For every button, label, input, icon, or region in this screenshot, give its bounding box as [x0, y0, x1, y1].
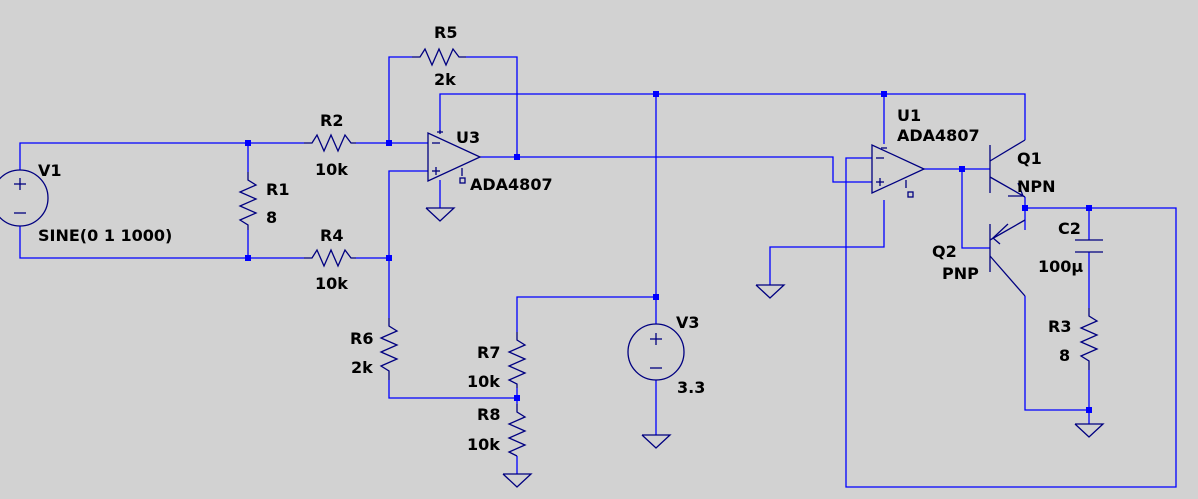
v1-ref: V1	[38, 161, 62, 180]
r7-ref: R7	[477, 343, 500, 362]
resistor-r7	[507, 332, 527, 388]
resistor-r4	[304, 248, 356, 268]
q1-value: NPN	[1017, 177, 1056, 196]
v1-value: SINE(0 1 1000)	[38, 226, 172, 245]
u3-ref: U3	[456, 128, 480, 147]
ground-u3	[425, 207, 456, 222]
ground-v3	[641, 434, 672, 449]
u3-value: ADA4807	[470, 175, 553, 194]
u1-value: ADA4807	[897, 126, 980, 145]
r1-value: 8	[266, 208, 277, 227]
resistor-r1	[238, 172, 258, 230]
opamp-u1	[871, 143, 926, 198]
ground-r8	[502, 473, 533, 488]
r7-value: 10k	[467, 372, 500, 391]
r6-value: 2k	[351, 358, 373, 377]
wires	[19, 56, 1177, 488]
ground-r3	[1074, 423, 1105, 438]
q1-ref: Q1	[1017, 149, 1042, 168]
capacitor-c2	[1075, 239, 1103, 253]
junction-dots	[245, 91, 1092, 413]
q2-ref: Q2	[932, 242, 957, 261]
v3-ref: V3	[676, 313, 700, 332]
r4-ref: R4	[320, 226, 343, 245]
r5-value: 2k	[434, 70, 456, 89]
transistor-q2	[989, 219, 1026, 297]
r8-ref: R8	[477, 405, 500, 424]
resistor-r3	[1079, 308, 1099, 370]
resistor-r5	[412, 47, 466, 67]
resistor-r8	[507, 404, 527, 457]
r2-ref: R2	[320, 111, 343, 130]
u1-ref: U1	[897, 106, 921, 125]
c2-ref: C2	[1058, 219, 1081, 238]
r4-value: 10k	[315, 274, 348, 293]
source-v1	[0, 169, 49, 227]
r8-value: 10k	[467, 435, 500, 454]
r3-ref: R3	[1048, 317, 1071, 336]
q2-value: PNP	[942, 264, 979, 283]
c2-value: 100µ	[1038, 257, 1083, 276]
resistor-r2	[304, 133, 356, 153]
resistor-r6	[379, 318, 399, 380]
r3-value: 8	[1059, 346, 1070, 365]
v3-value: 3.3	[677, 378, 705, 397]
opamp-u3	[427, 130, 482, 184]
source-v3	[627, 323, 685, 381]
ground-u1	[755, 284, 786, 299]
r5-ref: R5	[434, 23, 457, 42]
r2-value: 10k	[315, 160, 348, 179]
r1-ref: R1	[266, 180, 289, 199]
transistor-q1	[989, 139, 1026, 198]
r6-ref: R6	[350, 329, 373, 348]
